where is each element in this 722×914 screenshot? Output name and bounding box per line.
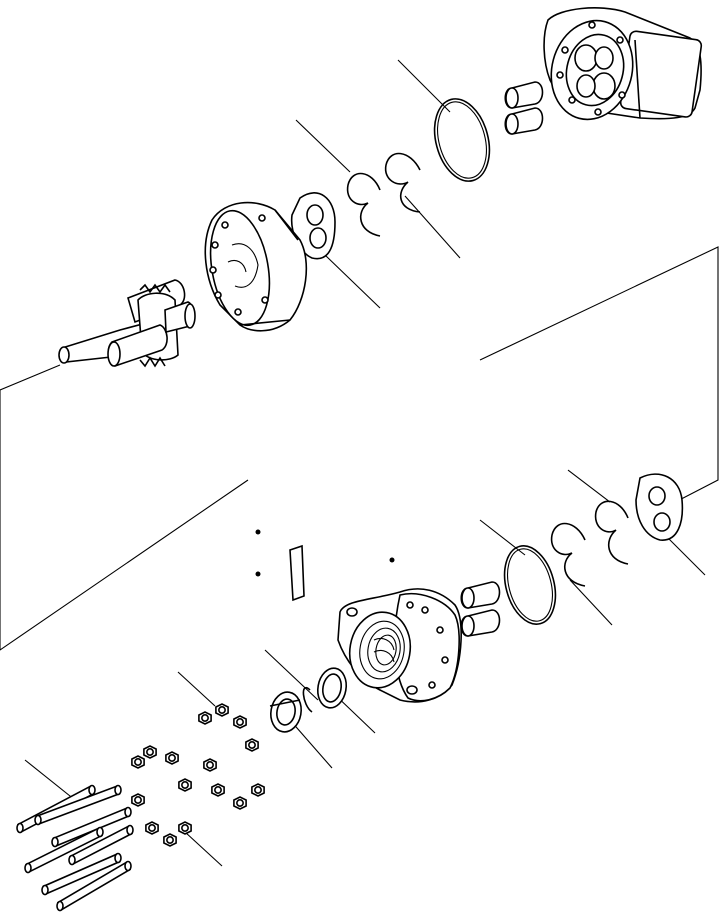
bolt — [56, 860, 132, 912]
gear-housing — [204, 201, 308, 332]
nut — [203, 758, 217, 772]
nut — [178, 821, 192, 835]
leader-line — [264, 649, 319, 701]
nut — [233, 796, 247, 810]
leader-line — [404, 195, 461, 259]
shaft-seal-assembly — [269, 667, 348, 733]
nuts-and-washers — [131, 703, 265, 847]
nut — [198, 711, 212, 725]
top-backup-rings — [346, 152, 421, 237]
group-reference-lines — [0, 246, 719, 651]
nut — [131, 755, 145, 769]
leader-lines — [24, 59, 706, 867]
nut — [145, 821, 159, 835]
rear-cover — [543, 7, 703, 121]
leader-line — [567, 469, 611, 503]
leader-line — [569, 579, 613, 626]
top-bushings — [504, 81, 544, 135]
lower-wear-plate — [635, 473, 684, 541]
leader-line — [184, 831, 223, 867]
bolt — [34, 784, 122, 826]
top-wear-plate — [290, 192, 336, 260]
leader-line — [664, 534, 706, 576]
nut — [143, 745, 157, 759]
nut — [245, 738, 259, 752]
bolt — [51, 806, 132, 848]
bolt — [68, 824, 134, 866]
bolt — [24, 826, 104, 874]
leader-line — [324, 254, 381, 309]
lower-bushings — [460, 581, 501, 637]
dowel-pins — [255, 529, 395, 602]
nut — [251, 783, 265, 797]
bolts-and-studs — [16, 784, 134, 912]
front-flange-cover — [337, 588, 462, 703]
nut — [211, 783, 225, 797]
drive-gear-shaft — [58, 279, 196, 368]
leader-line — [295, 119, 351, 173]
leader-line — [397, 59, 451, 113]
nut — [215, 703, 229, 717]
leader-line — [24, 759, 76, 801]
left-group-bracket — [0, 364, 249, 651]
nut — [233, 715, 247, 729]
top-o-ring — [433, 98, 491, 182]
bolt — [41, 852, 122, 896]
nut — [178, 778, 192, 792]
leader-line — [479, 519, 526, 556]
leader-line — [289, 719, 333, 769]
lower-o-ring — [503, 545, 557, 625]
right-group-bracket — [479, 246, 719, 511]
leader-line — [177, 671, 216, 707]
nut — [165, 751, 179, 765]
nut — [131, 793, 145, 807]
nut — [163, 833, 177, 847]
lower-backup-rings — [550, 500, 629, 587]
